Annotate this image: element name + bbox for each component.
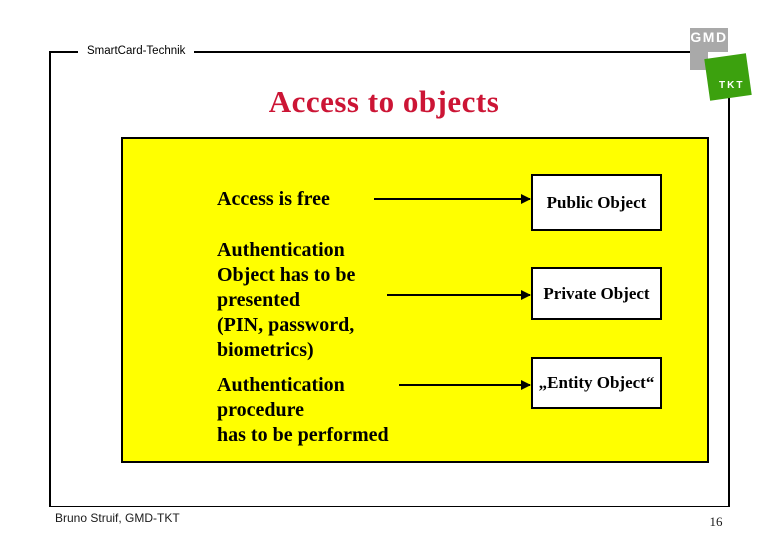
row-label-line: biometrics): [217, 339, 314, 361]
row-label-authentication-object: Authentication Object has to be presente…: [217, 238, 355, 363]
row-label-access-free: Access is free: [217, 187, 330, 212]
row-label-line: Access is free: [217, 188, 330, 210]
header-label: SmartCard-Technik: [78, 45, 195, 57]
row-label-authentication-procedure: Authentication procedure has to be perfo…: [217, 373, 389, 448]
row-label-line: procedure: [217, 399, 305, 421]
page-title: Access to objects: [268, 84, 500, 119]
frame-line-bottom: [49, 505, 730, 507]
arrow-to-public-object: [374, 194, 531, 204]
frame-line-top: [49, 51, 690, 53]
tkt-logo-text: TKT: [719, 80, 745, 91]
arrow-to-private-object: [387, 290, 531, 300]
target-box-label: „Entity Object“: [538, 373, 655, 392]
gmd-logo-text: GMD: [690, 29, 728, 45]
row-label-line: has to be performed: [217, 424, 389, 446]
row-label-line: Authentication: [217, 374, 345, 396]
entity-object-box: „Entity Object“: [531, 357, 662, 409]
row-label-line: Object has to be: [217, 264, 356, 286]
gmd-logo-green-square: [704, 53, 752, 101]
private-object-box: Private Object: [531, 267, 662, 320]
target-box-label: Public Object: [546, 192, 647, 212]
target-box-label: Private Object: [543, 283, 650, 303]
arrow-to-entity-object: [399, 380, 531, 390]
frame-line-left: [49, 51, 51, 507]
frame-line-right: [728, 98, 730, 507]
public-object-box: Public Object: [531, 174, 662, 231]
diagram-panel: Access is free Public Object Authenticat…: [121, 137, 709, 463]
row-label-line: Authentication: [217, 239, 345, 261]
page-number: 16: [709, 514, 723, 529]
row-label-line: (PIN, password,: [217, 314, 355, 336]
row-label-line: presented: [217, 289, 300, 311]
footer-author: Bruno Struif, GMD-TKT: [55, 511, 180, 525]
